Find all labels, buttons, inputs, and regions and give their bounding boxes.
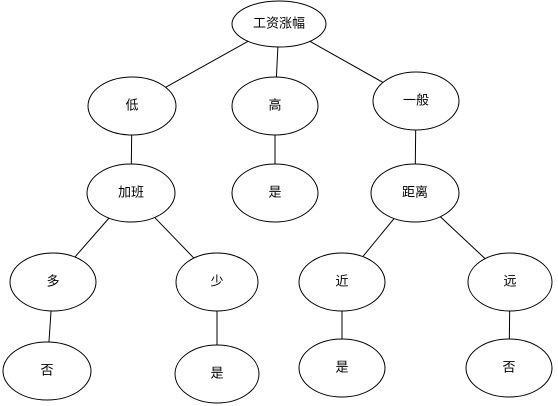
edge-overtime-to-more [74, 217, 110, 258]
node-near-leaf-label: 是 [335, 361, 348, 376]
node-normal-label: 一般 [403, 93, 429, 109]
node-less-leaf-label: 是 [210, 367, 223, 382]
node-far-leaf: 否 [465, 338, 553, 398]
node-near: 近 [298, 252, 386, 312]
node-high-shape [231, 76, 319, 136]
node-root: 工资涨幅 [231, 0, 327, 48]
node-low-shape [87, 76, 177, 136]
node-less-label: 少 [210, 275, 223, 290]
node-far: 远 [467, 252, 553, 312]
edge-distance-to-far [439, 216, 486, 260]
node-far-shape [467, 252, 553, 312]
node-near-leaf: 是 [298, 338, 386, 398]
node-normal-shape [372, 71, 460, 131]
node-less-leaf-shape [174, 344, 260, 404]
node-near-shape [298, 252, 386, 312]
node-more: 多 [9, 252, 97, 312]
node-root-label: 工资涨幅 [253, 17, 305, 32]
node-high-leaf: 是 [231, 163, 319, 223]
edge-more-to-more-leaf [48, 310, 52, 343]
node-low: 低 [87, 76, 177, 136]
node-high-leaf-label: 是 [268, 186, 281, 201]
node-distance-label: 距离 [402, 185, 428, 201]
node-high: 高 [231, 76, 319, 136]
node-less-shape [175, 252, 259, 312]
node-high-leaf-shape [231, 163, 319, 223]
node-more-leaf-label: 否 [40, 364, 53, 379]
node-overtime-label: 加班 [118, 186, 144, 201]
tree-edges [48, 40, 511, 345]
node-distance-shape [370, 163, 460, 223]
node-overtime-shape [86, 163, 176, 223]
node-distance: 距离 [370, 163, 460, 223]
node-root-shape [231, 0, 327, 48]
node-normal: 一般 [372, 71, 460, 131]
node-more-label: 多 [46, 274, 59, 290]
edge-root-to-high [275, 46, 279, 78]
edge-overtime-to-less [154, 217, 195, 259]
edge-root-to-normal [309, 40, 384, 83]
node-near-leaf-shape [298, 338, 386, 398]
node-more-leaf-shape [2, 341, 92, 401]
node-more-shape [9, 252, 97, 312]
edge-root-to-low [165, 40, 249, 88]
node-less: 少 [175, 252, 259, 312]
node-high-label: 高 [268, 98, 281, 114]
edge-distance-to-near [362, 218, 395, 257]
node-less-leaf: 是 [174, 344, 260, 404]
node-more-leaf: 否 [2, 341, 92, 401]
node-near-label: 近 [335, 275, 348, 290]
node-far-leaf-shape [465, 338, 553, 398]
node-low-label: 低 [125, 99, 138, 114]
node-far-label: 远 [503, 275, 516, 290]
node-overtime: 加班 [86, 163, 176, 223]
node-far-leaf-label: 否 [502, 361, 515, 376]
